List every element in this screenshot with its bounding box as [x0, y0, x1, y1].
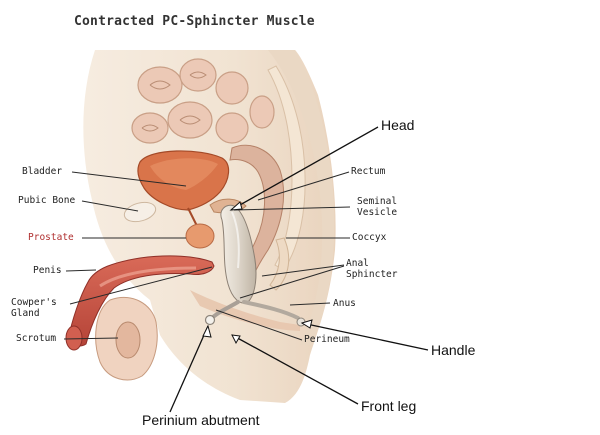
callout-head: Head: [381, 117, 415, 133]
label-anus: Anus: [333, 298, 356, 309]
callout-front-leg: Front leg: [361, 398, 417, 414]
prostate-shape: [185, 223, 215, 249]
label-pubic-bone: Pubic Bone: [18, 195, 76, 206]
diagram-title: Contracted PC-Sphincter Muscle: [74, 14, 315, 29]
callout-perinium-abutment: Perinium abutment: [142, 412, 260, 428]
label-prostate: Prostate: [28, 232, 74, 243]
perineum-area: [190, 290, 300, 331]
callout-arrowheads: [202, 201, 313, 345]
label-cowpers-gland: Cowper's Gland: [11, 297, 57, 319]
label-anal-sphincter: Anal Sphincter: [346, 258, 398, 280]
pubic-bone-shape: [123, 201, 157, 223]
label-perineum: Perineum: [304, 334, 350, 345]
label-bladder: Bladder: [22, 166, 63, 177]
label-penis: Penis: [33, 265, 62, 276]
label-rectum: Rectum: [351, 166, 386, 177]
device-perinium-abutment: [204, 314, 216, 326]
device-handle-arm: [242, 300, 300, 320]
anatomy-leader-lines: [63, 171, 351, 341]
callout-handle: Handle: [431, 342, 476, 358]
device: [204, 204, 306, 327]
label-coccyx: Coccyx: [352, 232, 387, 243]
device-callout-lines: [169, 126, 429, 413]
label-scrotum: Scrotum: [16, 333, 57, 344]
intestines: [131, 58, 275, 144]
coccyx-shape: [269, 237, 290, 291]
back-shading: [268, 50, 335, 345]
label-seminal-vesicle: Seminal Vesicle: [357, 196, 398, 218]
